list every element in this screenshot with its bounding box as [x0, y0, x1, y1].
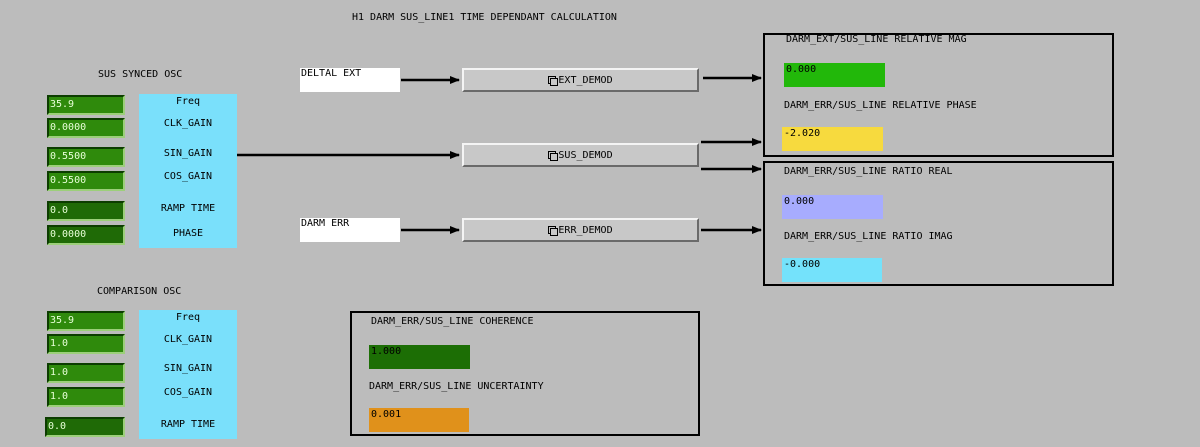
ext-demod-label: EXT_DEMOD — [558, 74, 613, 86]
comp-osc-header: COMPARISON OSC — [97, 286, 182, 297]
darm-err-input[interactable]: DARM ERR — [300, 218, 400, 242]
sus-demod-label: SUS_DEMOD — [558, 149, 613, 161]
uncertainty-label: DARM_ERR/SUS_LINE UNCERTAINTY — [369, 381, 544, 392]
uncertainty-value: 0.001 — [369, 408, 469, 432]
sus-osc-ramp-time-field[interactable]: 0.0 — [47, 201, 125, 221]
ratio-imag-label: DARM_ERR/SUS_LINE RATIO IMAG — [784, 231, 953, 242]
sus-osc-clk-gain-label: CLK_GAIN — [163, 118, 213, 129]
window-stack-icon — [548, 75, 559, 86]
sus-osc-freq-field[interactable]: 35.9 — [47, 95, 125, 115]
deltal-ext-input[interactable]: DELTAL EXT — [300, 68, 400, 92]
sus-osc-phase-field[interactable]: 0.0000 — [47, 225, 125, 245]
sus-osc-label-panel: Freq CLK_GAIN SIN_GAIN COS_GAIN RAMP TIM… — [139, 94, 237, 248]
err-demod-label: ERR_DEMOD — [558, 224, 613, 236]
sus-osc-cos-gain-field[interactable]: 0.5500 — [47, 171, 125, 191]
comp-osc-ramp-time-field[interactable]: 0.0 — [45, 417, 125, 437]
coherence-label: DARM_ERR/SUS_LINE COHERENCE — [371, 316, 534, 327]
sus-demod-button[interactable]: SUS_DEMOD — [462, 143, 699, 167]
comp-osc-sin-gain-field[interactable]: 1.0 — [47, 363, 125, 383]
comp-osc-cos-gain-label: COS_GAIN — [163, 387, 213, 398]
ratio-real-value: 0.000 — [782, 195, 883, 219]
comp-osc-freq-field[interactable]: 35.9 — [47, 311, 125, 331]
err-demod-button[interactable]: ERR_DEMOD — [462, 218, 699, 242]
coherence-value: 1.000 — [369, 345, 470, 369]
window-stack-icon — [548, 150, 559, 161]
sus-osc-cos-gain-label: COS_GAIN — [163, 171, 213, 182]
comp-osc-freq-label: Freq — [175, 312, 201, 323]
rel-phase-value: -2.020 — [782, 127, 883, 151]
rel-mag-value: 0.000 — [784, 63, 885, 87]
ratio-real-label: DARM_ERR/SUS_LINE RATIO REAL — [784, 166, 953, 177]
window-stack-icon — [548, 225, 559, 236]
sus-osc-ramp-time-label: RAMP TIME — [160, 203, 216, 214]
ext-demod-button[interactable]: EXT_DEMOD — [462, 68, 699, 92]
sus-osc-clk-gain-field[interactable]: 0.0000 — [47, 118, 125, 138]
sus-osc-freq-label: Freq — [175, 96, 201, 107]
sus-osc-phase-label: PHASE — [172, 228, 204, 239]
comp-osc-label-panel: Freq CLK_GAIN SIN_GAIN COS_GAIN RAMP TIM… — [139, 310, 237, 439]
rel-phase-label: DARM_ERR/SUS_LINE RELATIVE PHASE — [784, 100, 977, 111]
comp-osc-cos-gain-field[interactable]: 1.0 — [47, 387, 125, 407]
page-title: H1 DARM SUS_LINE1 TIME DEPENDANT CALCULA… — [352, 12, 617, 23]
sus-osc-sin-gain-field[interactable]: 0.5500 — [47, 147, 125, 167]
comp-osc-clk-gain-field[interactable]: 1.0 — [47, 334, 125, 354]
coherence-output-frame — [350, 311, 700, 436]
sus-osc-sin-gain-label: SIN_GAIN — [163, 148, 213, 159]
comp-osc-clk-gain-label: CLK_GAIN — [163, 334, 213, 345]
rel-mag-label: DARM_EXT/SUS_LINE RELATIVE MAG — [786, 34, 967, 45]
comp-osc-sin-gain-label: SIN_GAIN — [163, 363, 213, 374]
ratio-output-frame — [763, 161, 1114, 286]
comp-osc-ramp-time-label: RAMP TIME — [160, 419, 216, 430]
sus-osc-header: SUS SYNCED OSC — [98, 69, 183, 80]
ratio-imag-value: -0.000 — [782, 258, 882, 282]
relative-output-frame — [763, 33, 1114, 157]
